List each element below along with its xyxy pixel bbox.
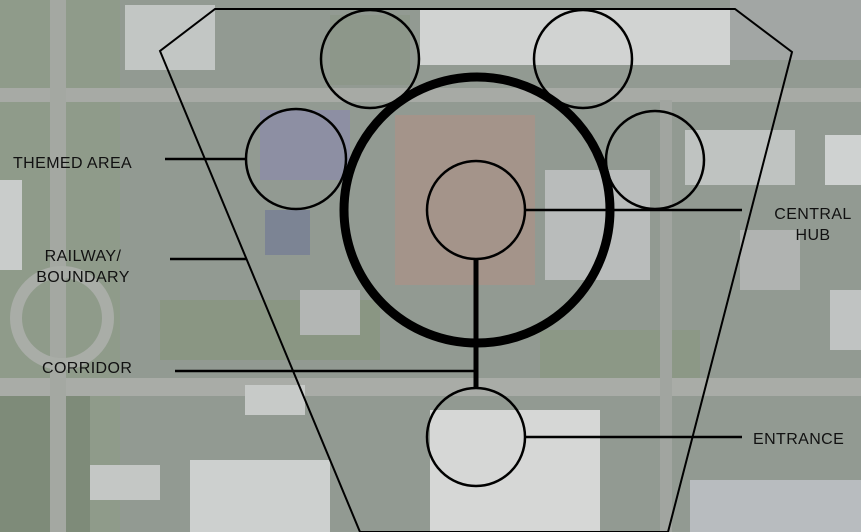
label-railway-line2: BOUNDARY [30,267,136,288]
label-central-hub: CENTRAL HUB [768,204,858,246]
label-railway-line1: RAILWAY/ [30,246,136,267]
themed-area-circle-top-left [321,10,419,108]
label-themed-area: THEMED AREA [13,153,132,174]
themed-area-circle-left [246,109,346,209]
label-entrance: ENTRANCE [753,429,844,450]
label-corridor: CORRIDOR [42,358,132,379]
themed-area-circle-right [606,111,704,209]
label-central-line1: CENTRAL [768,204,858,225]
label-central-line2: HUB [768,225,858,246]
central-hub-circle [427,161,525,259]
entrance-circle [427,388,525,486]
label-railway-boundary: RAILWAY/ BOUNDARY [30,246,136,288]
themed-area-circle-top-right [534,10,632,108]
